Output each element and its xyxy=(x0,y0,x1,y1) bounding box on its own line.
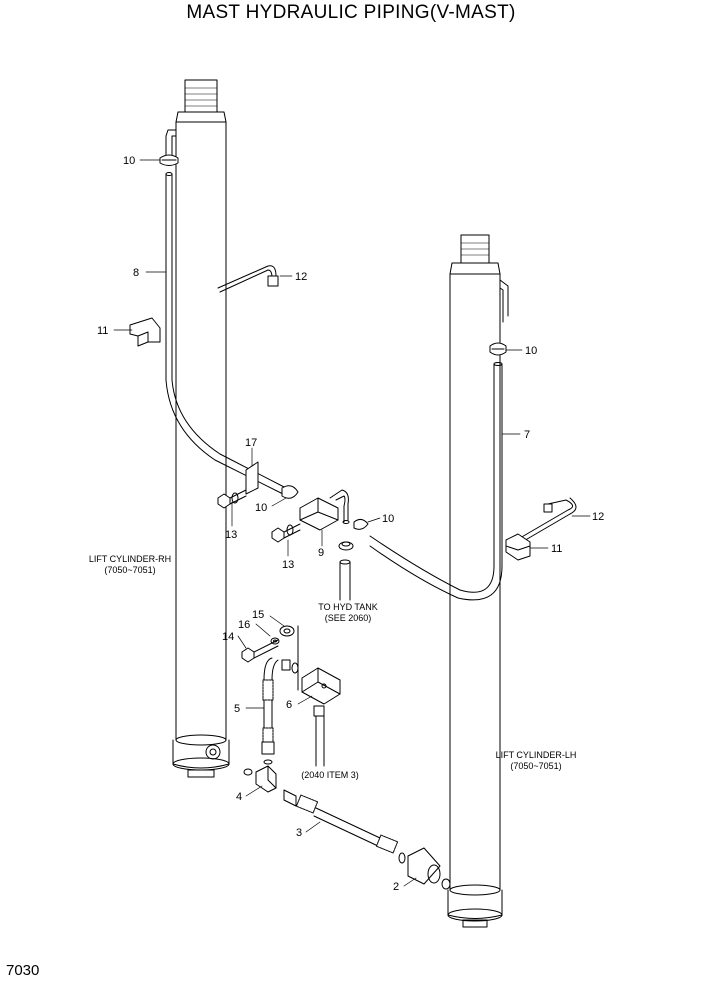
note-2040-item-3: (2040 ITEM 3) xyxy=(301,770,359,780)
callout-7: 7 xyxy=(524,429,530,441)
bolt-13b xyxy=(271,523,301,543)
callout-5: 5 xyxy=(234,703,240,715)
callout-4: 4 xyxy=(236,791,242,803)
bracket-17 xyxy=(245,461,259,495)
callout-6: 6 xyxy=(286,699,292,711)
callout-15: 15 xyxy=(252,609,264,621)
page-number: 7030 xyxy=(6,962,40,979)
callout-8: 8 xyxy=(133,267,139,279)
hose-5 xyxy=(261,657,279,765)
note-lift-cylinder-rh-ref: (7050~7051) xyxy=(104,565,155,575)
callout-10-rh-top: 10 xyxy=(123,155,135,167)
pipe-8 xyxy=(165,172,289,496)
pipe-to-hyd-tank xyxy=(339,559,351,601)
clip-12-lh xyxy=(519,497,577,543)
clip-11-lh xyxy=(505,533,531,561)
oring-rh xyxy=(243,768,253,776)
callout-17: 17 xyxy=(245,437,257,449)
washer-15 xyxy=(279,625,295,637)
note-lift-cylinder-lh: LIFT CYLINDER-LH xyxy=(496,750,577,760)
callout-10-lh: 10 xyxy=(525,345,537,357)
callout-16: 16 xyxy=(238,619,250,631)
diagram-title: MAST HYDRAULIC PIPING(V-MAST) xyxy=(186,2,516,23)
bolt-14 xyxy=(241,639,279,663)
ring-below-block xyxy=(338,541,354,551)
hose-3 xyxy=(283,789,406,864)
callout-12-rh: 12 xyxy=(295,271,307,283)
leader-lines xyxy=(113,159,591,887)
note-lift-cylinder-rh: LIFT CYLINDER-RH xyxy=(89,554,171,564)
callout-10-center: 10 xyxy=(255,502,267,514)
tee-4 xyxy=(255,765,277,793)
callout-13b: 13 xyxy=(282,559,294,571)
callout-11-rh: 11 xyxy=(97,325,108,337)
note-lift-cylinder-lh-ref: (7050~7051) xyxy=(510,761,561,771)
callout-9: 9 xyxy=(318,547,324,559)
clip-11-rh xyxy=(129,317,161,347)
note-to-hyd-tank: TO HYD TANK xyxy=(318,602,378,612)
clamp-10-center xyxy=(281,485,299,499)
part-labels: 10 8 12 11 17 10 13 13 9 10 10 7 12 11 1… xyxy=(97,155,604,893)
fitting-2 xyxy=(407,847,451,890)
callout-11-lh: 11 xyxy=(551,543,562,555)
lift-cylinder-rh xyxy=(165,79,230,778)
callout-12-lh: 12 xyxy=(592,511,604,523)
clamp-10-lh-top xyxy=(489,342,507,356)
notes: LIFT CYLINDER-RH (7050~7051) TO HYD TANK… xyxy=(89,554,577,780)
lift-cylinder-lh xyxy=(447,234,509,928)
pipe-7 xyxy=(369,362,503,601)
callout-10-block: 10 xyxy=(382,513,394,525)
bolt-13a xyxy=(217,489,247,509)
callout-13a: 13 xyxy=(225,529,237,541)
clamp-10-rh-top xyxy=(159,154,179,166)
callout-14: 14 xyxy=(222,631,234,643)
note-see-2060: (SEE 2060) xyxy=(325,613,372,623)
block-6 xyxy=(301,667,341,705)
clip-12-rh xyxy=(217,265,279,293)
callout-3: 3 xyxy=(296,827,302,839)
fitting-block-6 xyxy=(281,659,299,674)
pipe-block-6-down xyxy=(313,705,325,767)
tee-block-9 xyxy=(299,489,350,531)
clamp-10-block xyxy=(353,518,369,530)
callout-2: 2 xyxy=(393,881,399,893)
